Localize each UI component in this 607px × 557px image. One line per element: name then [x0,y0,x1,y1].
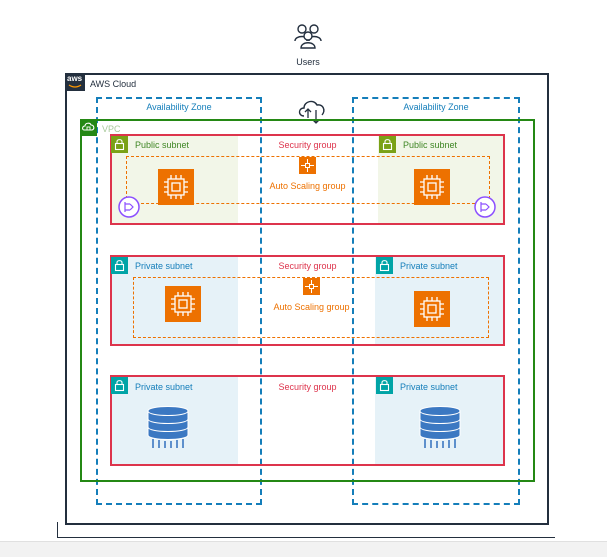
lock-icon [111,257,128,274]
public-subnet-left-label: Public subnet [135,140,190,150]
auto-scaling-icon [299,157,316,174]
auto-scaling-group-box [133,277,489,338]
ec2-instance-icon [414,291,450,327]
lock-icon [376,257,393,274]
aws-logo-text: aws [67,74,83,83]
auto-scaling-group-label: Auto Scaling group [273,302,350,312]
availability-zone-left [96,97,262,505]
axis-line [57,537,555,538]
availability-zone-right-label: Availability Zone [403,102,469,112]
ec2-instance-icon [165,286,201,322]
private-subnet-right-label: Private subnet [400,261,458,271]
ec2-instance-icon [414,169,450,205]
database-icon [147,406,189,448]
security-group-box [110,134,505,225]
vpc-group [80,119,535,482]
private-subnet-left-label: Private subnet [135,261,193,271]
lock-icon [376,377,393,394]
nat-gateway-icon [118,196,140,218]
security-group-label: Security group [278,261,337,271]
aws-cloud-group [65,73,549,525]
security-group-box [110,255,505,346]
auto-scaling-group-label: Auto Scaling group [269,181,346,191]
availability-zone-right [352,97,520,505]
internet-gateway-icon [298,100,325,124]
public-subnet-right-label: Public subnet [403,140,458,150]
security-group-label: Security group [278,140,337,150]
security-group-box [110,375,505,466]
database-icon [419,406,461,448]
availability-zone-left-label: Availability Zone [146,102,212,112]
lock-icon [111,377,128,394]
vpc-label: VPC [102,124,121,134]
users-icon [294,24,322,49]
lock-icon [111,136,128,153]
ec2-instance-icon [158,169,194,205]
axis-tick [57,522,58,537]
auto-scaling-group-box [126,156,490,204]
vpc-icon [80,119,97,136]
auto-scaling-icon [303,278,320,295]
aws-cloud-label: AWS Cloud [90,79,137,89]
aws-logo: aws [65,73,85,91]
bottom-toolbar [0,541,607,557]
private-subnet-left-label: Private subnet [135,382,193,392]
users-label: Users [296,57,320,67]
lock-icon [379,136,396,153]
private-subnet-right-label: Private subnet [400,382,458,392]
nat-gateway-icon [474,196,496,218]
security-group-label: Security group [278,382,337,392]
